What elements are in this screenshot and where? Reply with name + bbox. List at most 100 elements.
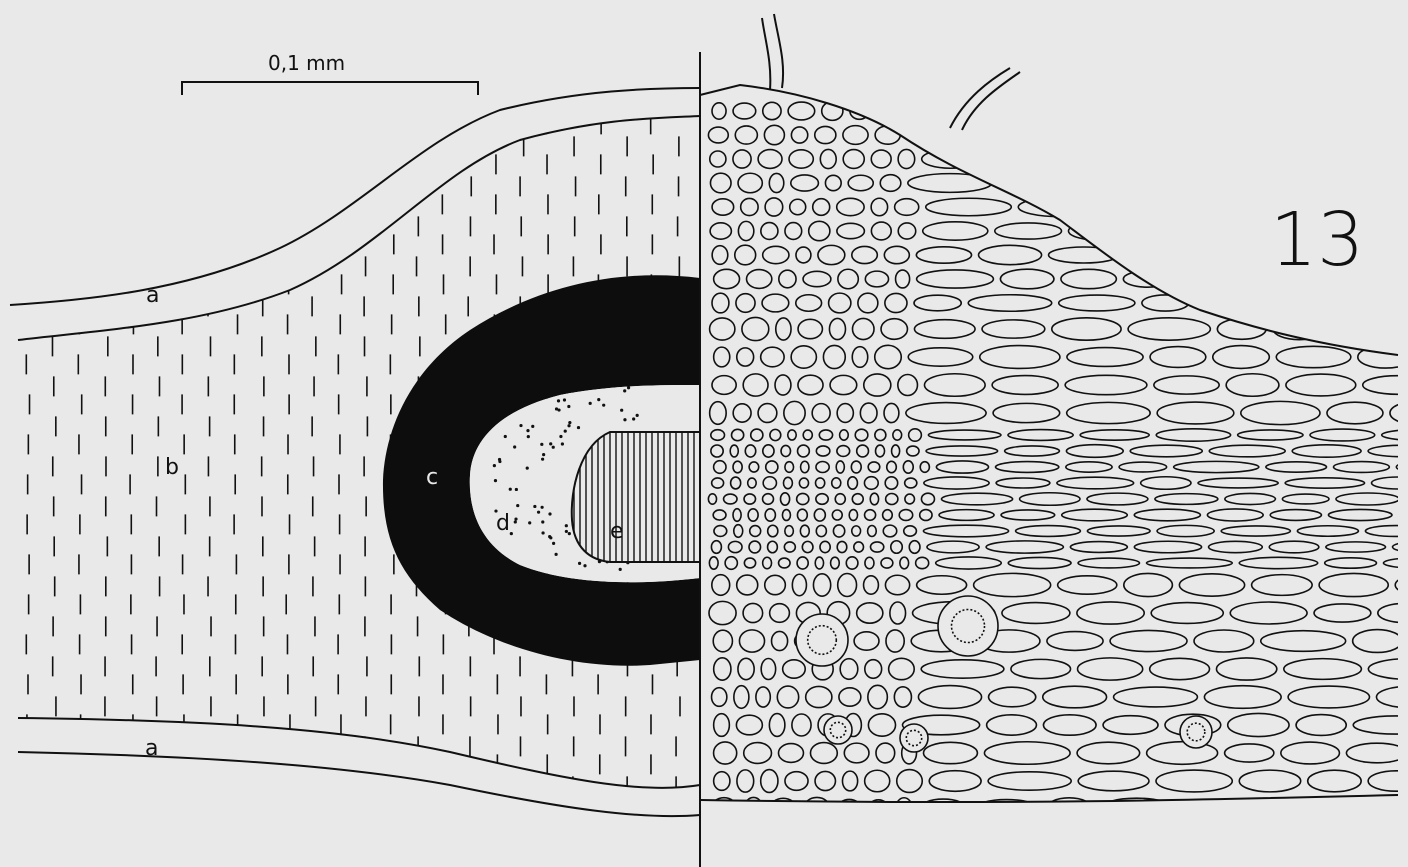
scale-bar: 0,1 mm xyxy=(182,51,478,95)
cell xyxy=(738,658,754,679)
cell xyxy=(927,541,979,553)
cell xyxy=(914,295,961,311)
cell xyxy=(855,429,868,441)
cell xyxy=(744,743,772,764)
cell xyxy=(1225,744,1274,762)
cell xyxy=(798,319,822,338)
cell xyxy=(941,493,1012,505)
cell xyxy=(803,271,831,286)
cell xyxy=(905,478,917,488)
cell xyxy=(851,461,861,473)
cell xyxy=(923,525,1008,537)
cell xyxy=(749,462,759,472)
cell xyxy=(1168,199,1241,215)
cell xyxy=(982,320,1045,338)
crystal-cell xyxy=(900,724,928,752)
cell xyxy=(884,403,899,422)
stipple-dot xyxy=(619,568,622,571)
stipple-dot xyxy=(549,536,552,539)
cell xyxy=(796,295,822,312)
stipple-dot xyxy=(567,424,570,427)
cell xyxy=(791,346,816,368)
cell xyxy=(714,347,730,367)
stipple-dot xyxy=(597,398,600,401)
cell xyxy=(735,126,757,144)
cell xyxy=(1328,509,1392,520)
cell xyxy=(1147,558,1233,568)
cell xyxy=(860,403,877,423)
cell xyxy=(1001,510,1055,520)
cell xyxy=(921,493,934,505)
cell xyxy=(710,223,731,239)
cell xyxy=(1005,446,1060,456)
cell xyxy=(1142,295,1189,311)
cell xyxy=(751,429,763,441)
cell xyxy=(1154,376,1219,394)
cell xyxy=(748,509,758,521)
cell xyxy=(743,603,763,622)
cell xyxy=(928,430,1001,440)
stipple-dot xyxy=(515,488,518,491)
cell xyxy=(734,525,743,538)
cell xyxy=(868,462,880,472)
cell xyxy=(1128,318,1210,340)
cell xyxy=(1308,770,1361,792)
cell xyxy=(790,199,806,215)
cell xyxy=(936,557,1002,569)
cell xyxy=(1346,743,1407,763)
cell xyxy=(898,223,915,239)
cell xyxy=(999,175,1049,192)
cell xyxy=(1150,658,1210,679)
cell xyxy=(1214,150,1277,168)
cell xyxy=(1047,632,1103,651)
cell xyxy=(1065,375,1147,394)
cell xyxy=(1390,319,1408,338)
cell xyxy=(917,576,967,595)
cell xyxy=(989,687,1036,707)
cell xyxy=(886,493,898,504)
cell xyxy=(731,477,741,489)
cell xyxy=(1395,574,1408,597)
cell xyxy=(840,430,849,440)
cell xyxy=(898,375,918,396)
cell xyxy=(886,630,904,652)
cell xyxy=(711,541,721,554)
cell xyxy=(1008,430,1073,441)
cell xyxy=(964,125,1021,144)
cell xyxy=(737,348,754,366)
cell xyxy=(1020,493,1080,505)
stipple-dot xyxy=(514,517,517,520)
stipple-dot xyxy=(493,464,496,467)
cell xyxy=(974,573,1051,596)
cell xyxy=(708,127,728,143)
cell xyxy=(803,430,812,440)
cell xyxy=(868,526,877,537)
cell xyxy=(791,175,819,191)
cell xyxy=(709,601,736,624)
cell xyxy=(1070,542,1127,553)
cell xyxy=(1266,462,1327,472)
cell xyxy=(739,630,764,652)
cell xyxy=(772,631,788,650)
cell xyxy=(1379,798,1408,819)
cell xyxy=(926,446,998,456)
cell xyxy=(868,685,888,708)
stipple-dot xyxy=(552,446,555,449)
cell xyxy=(713,630,732,652)
cell xyxy=(892,445,900,457)
cell xyxy=(1288,686,1369,708)
cell xyxy=(852,318,874,339)
cell xyxy=(1080,430,1149,440)
stipple-dot xyxy=(549,442,552,445)
cell xyxy=(1059,295,1135,311)
cell xyxy=(904,526,917,536)
cell xyxy=(797,557,808,569)
cell xyxy=(783,477,792,488)
cell xyxy=(732,429,744,440)
cell xyxy=(1279,295,1353,312)
cell xyxy=(733,509,741,522)
cell xyxy=(782,510,790,521)
cell xyxy=(844,743,869,763)
cell xyxy=(770,604,790,623)
cell xyxy=(846,557,858,569)
